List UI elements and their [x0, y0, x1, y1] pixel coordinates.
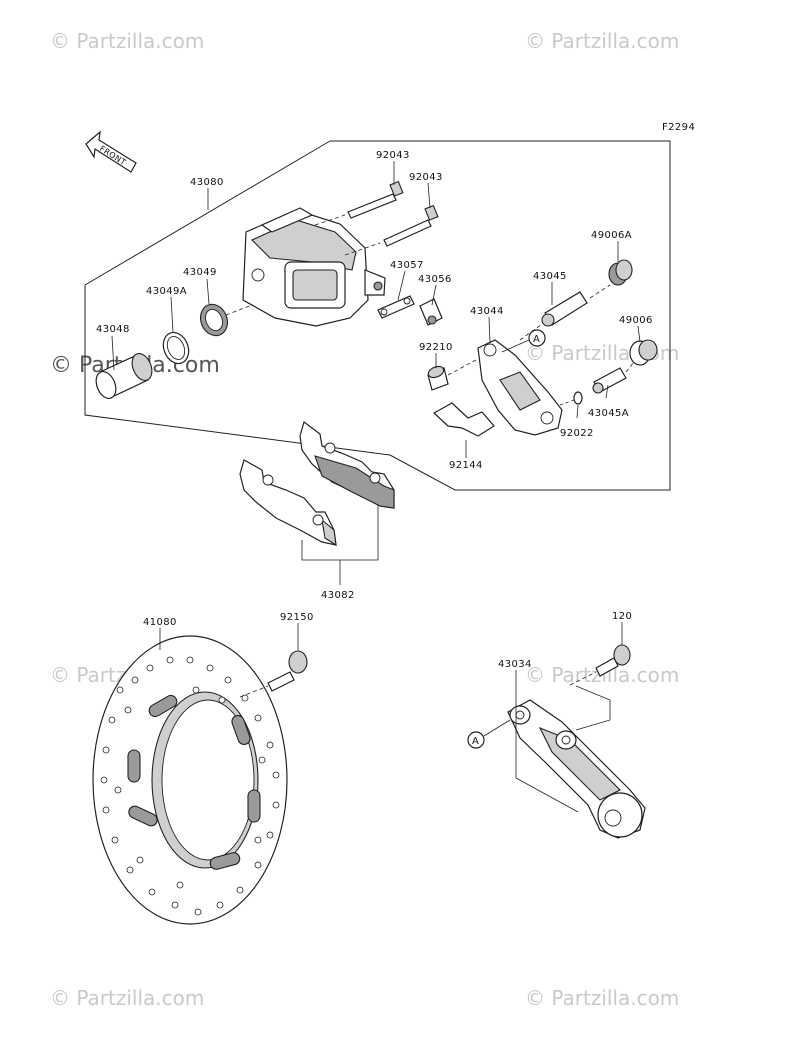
sleeve-92210 — [427, 359, 477, 391]
front-arrow-icon: FRONT — [85, 130, 137, 173]
callout-43056: 43056 — [418, 274, 452, 285]
torque-link-43034 — [507, 699, 646, 839]
ref-a-lower: A — [467, 719, 511, 749]
ref-a-upper-label: A — [533, 334, 540, 345]
torque-link-leader — [515, 690, 579, 813]
callout-120: 120 — [612, 611, 632, 622]
callout-49006A: 49006A — [591, 230, 632, 241]
callout-92022: 92022 — [560, 428, 594, 439]
caliper-assembly-frame — [84, 140, 671, 491]
rotor-holes — [100, 656, 280, 916]
callout-43049: 43049 — [183, 267, 217, 278]
callout-41080: 41080 — [143, 617, 177, 628]
ring-92022 — [559, 391, 583, 406]
callout-49006: 49006 — [619, 315, 653, 326]
callout-43082: 43082 — [321, 590, 355, 601]
leader-lines — [111, 161, 641, 690]
callout-92043-b: 92043 — [409, 172, 443, 183]
callout-43080: 43080 — [190, 177, 224, 188]
callout-43048: 43048 — [96, 324, 130, 335]
pin-92043-upper — [314, 180, 404, 226]
diagram-code: F2294 — [662, 122, 695, 133]
callout-92043-a: 92043 — [376, 150, 410, 161]
piston-43048 — [95, 353, 153, 400]
callout-43045A: 43045A — [588, 408, 629, 419]
ref-a-upper: A — [501, 329, 546, 353]
callout-92144: 92144 — [449, 460, 483, 471]
bracket-43044 — [477, 339, 563, 436]
watermark-bottom-left: © Partzilla.com — [50, 986, 204, 1010]
ref-a-lower-label: A — [472, 736, 479, 747]
callout-43044: 43044 — [470, 306, 504, 317]
callout-43057: 43057 — [390, 260, 424, 271]
pin-43045A — [592, 361, 635, 394]
callout-43034: 43034 — [498, 659, 532, 670]
boot-49006 — [629, 339, 658, 366]
callout-43045: 43045 — [533, 271, 567, 282]
seal-43049A — [162, 331, 190, 365]
callout-43049A: 43049A — [146, 286, 187, 297]
watermark-top-left: © Partzilla.com — [50, 29, 204, 53]
callout-92150: 92150 — [280, 612, 314, 623]
watermark-bottom-right: © Partzilla.com — [525, 986, 679, 1010]
callout-labels: 43080 92043 92043 43049 43049A 43048 430… — [96, 150, 653, 670]
bolt-92150 — [239, 650, 308, 698]
spring-92144 — [432, 402, 495, 437]
clip-43057 — [377, 295, 415, 319]
boot-49006A — [608, 259, 633, 286]
callout-92210: 92210 — [419, 342, 453, 353]
bleeder-43056 — [419, 298, 443, 326]
brake-pad-left — [239, 459, 337, 547]
caliper-body — [242, 207, 386, 327]
brake-pad-right — [299, 420, 395, 509]
seal-43049 — [199, 303, 229, 337]
brake-rotor-41080 — [92, 635, 288, 925]
pin-92043-lower — [344, 204, 439, 256]
watermark-top-right: © Partzilla.com — [525, 29, 679, 53]
